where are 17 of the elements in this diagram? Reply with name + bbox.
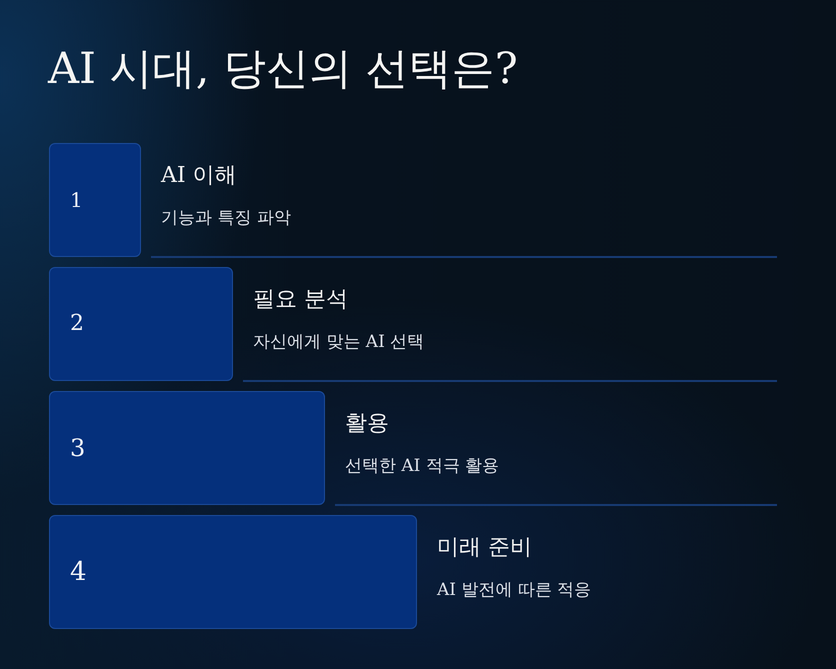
step-heading: AI 이해 [161, 162, 238, 189]
step-heading: 필요 분석 [253, 286, 349, 313]
step-box [49, 143, 141, 257]
step-description: 선택한 AI 적극 활용 [345, 455, 500, 477]
title: AI 시대, 당신의 선택은? [48, 44, 518, 96]
step-box [49, 391, 325, 505]
step-number: 3 [70, 436, 86, 460]
step-number: 1 [70, 190, 83, 210]
step-box [49, 515, 417, 629]
step-description: 기능과 특징 파악 [161, 207, 291, 229]
step-number: 2 [70, 313, 84, 335]
step-description: AI 발전에 따른 적응 [437, 579, 592, 601]
step-number: 4 [70, 559, 87, 585]
step-description: 자신에게 맞는 AI 선택 [253, 331, 424, 353]
step-heading: 미래 준비 [437, 534, 533, 561]
step-box [49, 267, 233, 381]
step-heading: 활용 [345, 410, 390, 437]
